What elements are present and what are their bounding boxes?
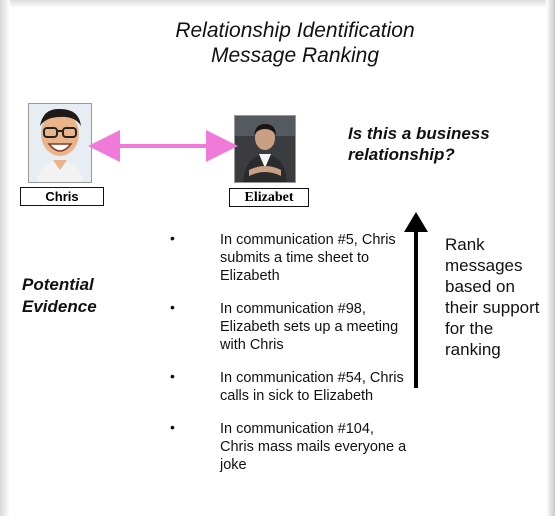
bullet-icon: • [170,299,175,315]
chris-face-icon [29,104,91,182]
elizabeth-photo [234,115,296,183]
evidence-text: In communication #54, Chris calls in sic… [220,370,404,404]
evidence-list: • In communication #5, Chris submits a ti… [170,230,410,489]
evidence-item: • In communication #98, Elizabeth sets up… [170,299,410,354]
evidence-text: In communication #104, Chris mass mails … [220,421,407,473]
bullet-icon: • [170,368,175,384]
bullet-icon: • [170,230,175,246]
evidence-text: In communication #98, Elizabeth sets up … [220,301,399,353]
potential-evidence-label: Potential Evidence [22,275,97,316]
chris-photo [28,103,92,183]
evidence-item: • In communication #54, Chris calls in si… [170,368,410,405]
chris-label: Chris [20,187,104,206]
slide-top-shadow [0,0,555,8]
title-line-1: Relationship Identification [175,19,415,42]
title-line-2: Message Ranking [210,44,380,67]
evidence-item: • In communication #104, Chris mass mails… [170,419,410,474]
relationship-question: Is this a business relationship? [348,124,490,164]
evidence-item: • In communication #5, Chris submits a ti… [170,230,410,285]
evidence-text: In communication #5, Chris submits a tim… [220,232,396,284]
slide-title: Relationship Identification Message Rank… [110,18,480,68]
elizabeth-face-icon [235,116,295,182]
rank-note: Rank messages based on their support for… [445,235,540,359]
slide-left-shadow [0,0,10,516]
slide-right-shadow [546,0,555,516]
elizabeth-label: Elizabet [229,188,309,207]
bullet-icon: • [170,419,175,435]
